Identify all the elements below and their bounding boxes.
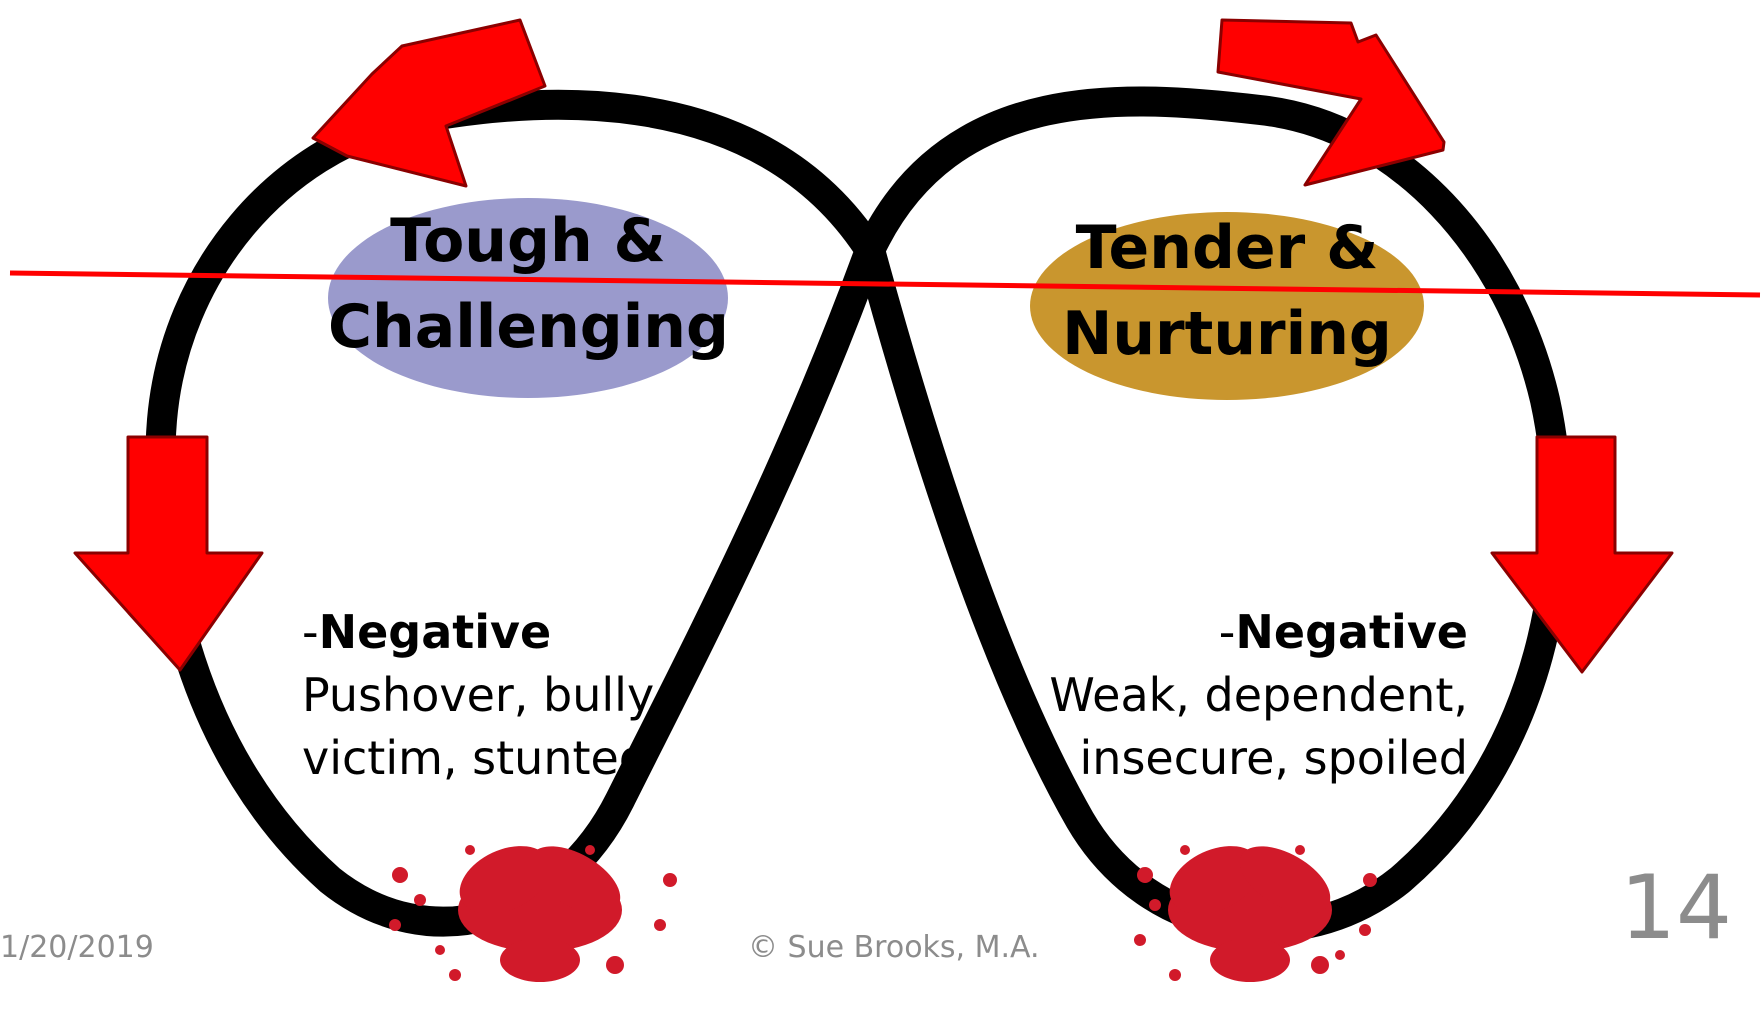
left-negative-heading: -Negative (302, 605, 552, 659)
slide-number: 14 (1620, 856, 1732, 959)
right-negative-line1: Weak, dependent, (1049, 668, 1468, 722)
tender-nurturing-label: Tender & Nurturing (1030, 205, 1424, 377)
divider-line (9, 270, 1761, 298)
splatter-right-icon (1134, 845, 1377, 982)
arrow-top-left-icon (311, 18, 547, 188)
right-label-line2: Nurturing (1062, 299, 1392, 369)
right-negative-line2: insecure, spoiled (1079, 731, 1468, 785)
left-negative-line2: victim, stunted (302, 731, 649, 785)
right-negative-heading: -Negative (1218, 605, 1468, 659)
arrow-top-right-icon (1216, 18, 1446, 187)
left-label-line1: Tough & (390, 206, 666, 276)
splatter-left-icon (389, 845, 677, 982)
tender-nurturing-oval (1030, 212, 1424, 400)
right-label-line1: Tender & (1075, 213, 1379, 283)
left-negative-line1: Pushover, bully, (302, 668, 669, 722)
right-negative-text: -Negative Weak, dependent, insecure, spo… (1049, 601, 1468, 790)
arrow-left-down-icon (73, 435, 264, 672)
tough-challenging-oval (328, 198, 728, 398)
tough-challenging-label: Tough & Challenging (328, 198, 729, 370)
arrow-right-down-icon (1490, 435, 1674, 674)
left-negative-text: -Negative Pushover, bully, victim, stunt… (302, 601, 669, 790)
footer-copyright: © Sue Brooks, M.A. (748, 930, 1040, 965)
left-label-line2: Challenging (328, 292, 729, 362)
footer-date: 1/20/2019 (0, 930, 154, 965)
